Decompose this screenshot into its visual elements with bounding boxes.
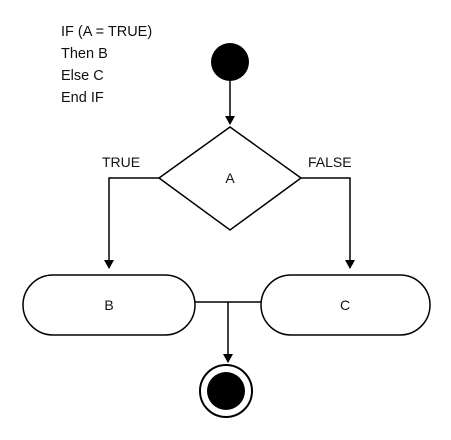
pseudocode-line: Then B <box>61 46 108 62</box>
start-node <box>211 43 249 81</box>
pseudocode-line: IF (A = TRUE) <box>61 24 153 40</box>
action-b-label: B <box>104 297 113 313</box>
false-branch-edge <box>301 177 355 269</box>
decision-label: A <box>225 170 235 186</box>
end-node-core <box>207 372 245 410</box>
action-c-label: C <box>340 297 350 313</box>
action-node-b <box>22 274 196 336</box>
pseudocode-line: End IF <box>61 90 104 106</box>
false-branch-label: FALSE <box>308 154 352 170</box>
action-node-c <box>260 274 431 336</box>
pseudocode-block: IF (A = TRUE) Then B Else C End IF <box>61 21 152 109</box>
true-branch-label: TRUE <box>102 154 140 170</box>
pseudocode-line: Else C <box>61 68 104 84</box>
true-branch-edge <box>104 177 159 269</box>
decision-node-a <box>157 126 303 231</box>
